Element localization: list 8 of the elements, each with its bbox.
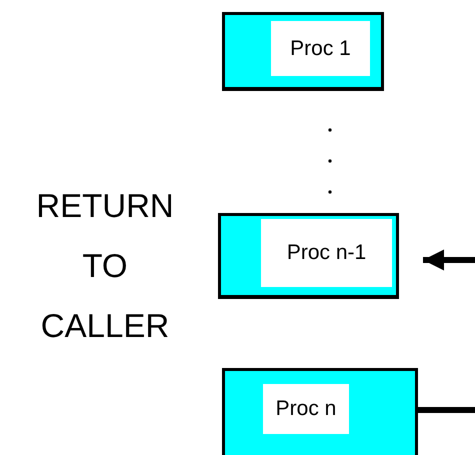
process-label: Proc n bbox=[263, 384, 349, 434]
process-label: Proc 1 bbox=[271, 21, 370, 76]
arrow bbox=[423, 250, 475, 270]
return-note: RETURN TO CALLER bbox=[35, 186, 175, 346]
process-box bbox=[222, 368, 418, 455]
process-box bbox=[222, 12, 384, 91]
process-label: Proc n-1 bbox=[261, 219, 392, 287]
process-box bbox=[218, 213, 399, 299]
